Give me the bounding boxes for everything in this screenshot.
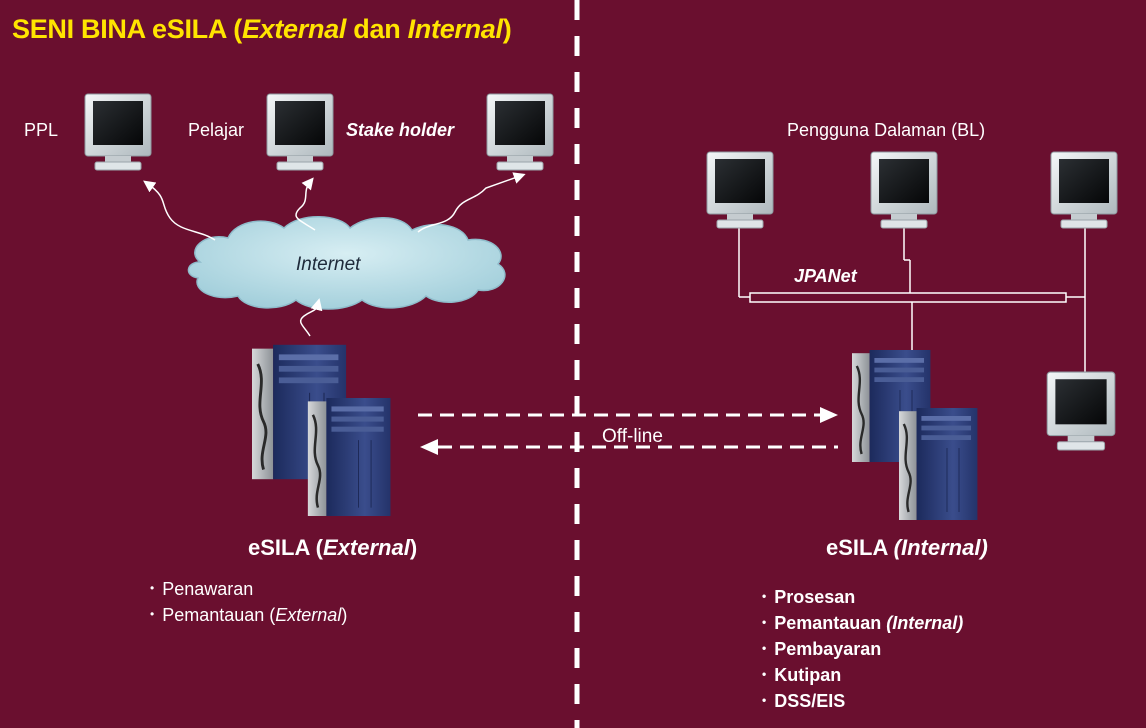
system-internal-label: eSILA (Internal) xyxy=(826,535,988,560)
monitor-internal-3 xyxy=(1050,151,1118,229)
user-label-stake-holder: Stake holder xyxy=(346,120,455,140)
internet-cloud xyxy=(187,216,506,310)
list-item: Pemantauan (External) xyxy=(150,602,347,628)
list-item: DSS/EIS xyxy=(762,688,963,714)
monitor-pelajar xyxy=(266,93,334,171)
internal-users-label: Pengguna Dalaman (BL) xyxy=(787,120,986,140)
jpanet-network xyxy=(738,222,1086,372)
server-internal-2 xyxy=(897,408,979,520)
offline-arrows xyxy=(418,407,838,455)
jpanet-bus xyxy=(749,292,1067,303)
monitor-ppl xyxy=(84,93,152,171)
list-item: Penawaran xyxy=(150,576,347,602)
monitor-internal-1 xyxy=(706,151,774,229)
list-item: Prosesan xyxy=(762,584,963,610)
internal-functions-list: Prosesan Pemantauan (Internal) Pembayara… xyxy=(762,584,963,714)
network-label: JPANet xyxy=(794,266,857,286)
list-item: Kutipan xyxy=(762,662,963,688)
list-item: Pemantauan (Internal) xyxy=(762,610,963,636)
monitor-stake-holder xyxy=(486,93,554,171)
offline-label: Off-line xyxy=(602,426,663,447)
server-external-2 xyxy=(306,398,392,516)
system-external-label: eSILA (External) xyxy=(248,535,418,560)
external-functions-list: Penawaran Pemantauan (External) xyxy=(150,576,347,628)
diagram-title: SENI BINA eSILA (External dan Internal) xyxy=(12,14,512,44)
list-item: Pembayaran xyxy=(762,636,963,662)
user-label-ppl: PPL xyxy=(24,120,59,140)
cloud-label: Internet xyxy=(296,254,361,275)
user-label-pelajar: Pelajar xyxy=(188,120,245,140)
external-links xyxy=(143,172,526,337)
monitor-internal-4 xyxy=(1046,371,1116,451)
monitor-internal-2 xyxy=(870,151,938,229)
